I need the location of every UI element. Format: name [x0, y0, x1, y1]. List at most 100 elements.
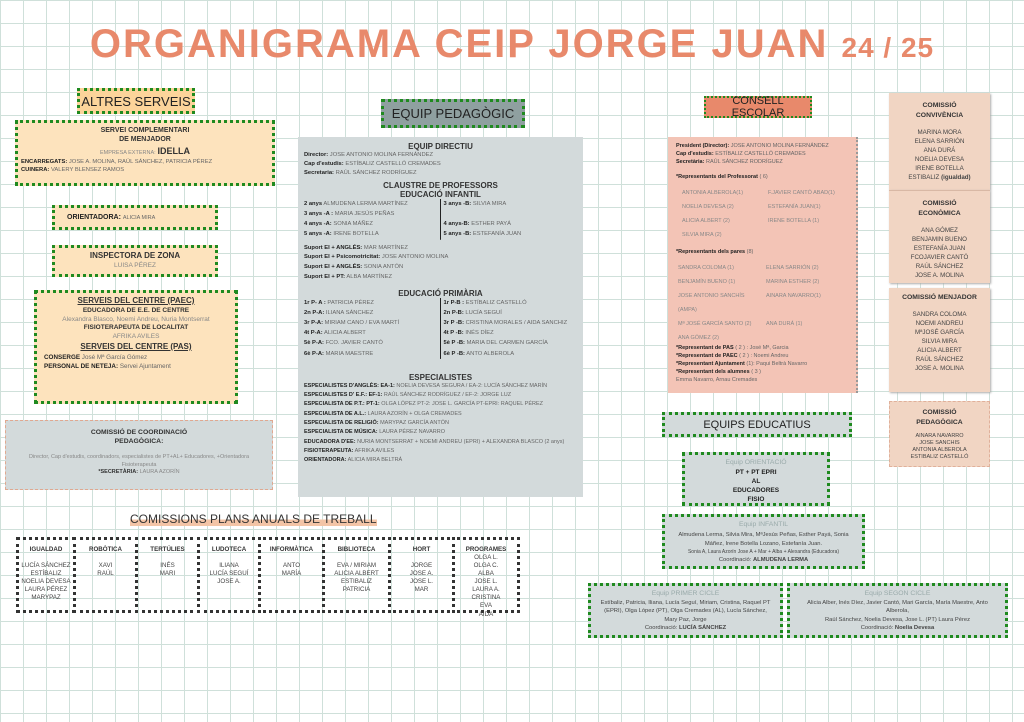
list-item: PT + PT EPRI	[735, 469, 777, 477]
comissio-member: LAURA PÉREZ	[24, 586, 68, 594]
item-label: ESPECIALISTA DE RELIGIÓ:	[304, 420, 379, 427]
comissio-member: OLGA C.	[473, 562, 499, 570]
comissio-member: AIDA	[478, 610, 494, 618]
list-item: PERSONAL DE NETEJA: Servei Ajuntament	[44, 362, 232, 372]
inspectora-name: LUISA PÉREZ	[114, 261, 156, 269]
list-item: Cap d'estudis: ESTÍBALIZ CASTELLÓ CREMAD…	[676, 151, 848, 159]
list-item: Suport EI + Psicomotricitat: JOSE ANTONI…	[304, 253, 577, 263]
list-item: IRENE BOTELLA	[915, 164, 964, 172]
list-item: 2n P-B: LUCÍA SEGUÍ	[444, 308, 578, 318]
serveis-centre-box: SERVEIS DEL CENTRE (PAEC) EDUCADORA DE E…	[34, 290, 238, 404]
list-item: 5è P -B: MARIA DEL CARMEN GARCÍA	[444, 338, 578, 348]
item-value: AFRIKA AVILES	[354, 448, 395, 455]
item-value: NOELIA DEVESA SEGURA / EA-2: LUCÍA SÁNCH…	[396, 382, 548, 389]
pares-title: *Representants dels pares	[676, 249, 746, 256]
orientadora-name: ALICIA MIRA	[122, 215, 156, 221]
item-label: ESPECIALISTES D'ANGLÈS: EA-1:	[304, 382, 395, 389]
list-item: FCOJAVIER CANTÓ	[910, 253, 969, 261]
list-item: ESTEFANÍA JUAN	[913, 244, 966, 252]
item-label: EDUCADORA D'EE:	[304, 438, 356, 445]
equip-pedagogic-header: EQUIP PEDAGÒGIC	[381, 99, 525, 128]
item-value: LAURA PÉREZ NAVARRO	[379, 429, 445, 436]
altres-serveis-header: ALTRES SERVEIS	[77, 88, 195, 114]
comissio-member: EVA	[480, 602, 492, 610]
item-label: 3r P-A:	[304, 320, 324, 327]
comissio-member: MARYPAZ	[31, 594, 61, 602]
list-item: EDUCADORES	[732, 487, 780, 495]
equip-pedagogic-box: EQUIP DIRECTIU Director: JOSE ANTONIO MO…	[298, 137, 583, 497]
consell-altres-list: *Representant de PAS ( 2 ) : José Mª, Ga…	[676, 345, 848, 385]
comissio-title: TERTÚLIES	[150, 546, 185, 553]
comissio-member: LUCÍA SÁNCHEZ	[21, 562, 71, 570]
list-item: 5è P-A: FCO. JAVIER CANTÓ	[304, 338, 438, 348]
comissio-title: ROBÒTICA	[89, 546, 122, 553]
list-item: AINARA NAVARRO(1)	[766, 292, 821, 299]
primer-cicle-title: Equip PRIMER CICLE	[651, 590, 720, 597]
list-item: AL	[751, 478, 761, 486]
item-value: Servei Ajuntament	[119, 363, 171, 371]
list-item: SILVIA MIRA (2)	[682, 231, 722, 238]
pares-list: SANDRA COLOMA (1)ELENA SARRIÓN (2)BENJAM…	[676, 261, 848, 345]
list-item: *Representant Ajuntament (1): Paqui Belt…	[676, 361, 848, 369]
title-year: 24 / 25	[841, 32, 935, 63]
item-value: JOSE A. MOLINA, RAÚL SÁNCHEZ, PATRICIA P…	[68, 158, 213, 165]
list-item: 3r P -B: CRISTINA MORALES / AIDA SANCHIZ	[444, 318, 578, 328]
item-label: Suport EI + ANGLÉS:	[304, 264, 363, 271]
item-label: CONSERGE	[44, 353, 81, 361]
comissio-member: ESTÍBALIZ	[30, 570, 62, 578]
coord-members: Director, Cap d'estudis, coordinadors, e…	[28, 454, 250, 461]
item-label: ESPECIALISTA DE A.L.:	[304, 410, 367, 417]
item-label: ORIENTADORA:	[304, 457, 347, 464]
item-value: VALERY BLENSEZ RAMOS	[50, 166, 125, 173]
item-label: Suport EI + Psicomotricitat:	[304, 254, 381, 261]
item-value: ESTEFANÍA JUAN	[472, 231, 522, 238]
item-value: SONIA ANTÓN	[363, 264, 404, 271]
list-item: ORIENTADORA: ALICIA MIRA BELTRÁ	[304, 456, 577, 465]
item-value: RAÚL SÁNCHEZ RODRÍGUEZ	[705, 158, 783, 165]
item-label: Secretària:	[676, 158, 705, 165]
especialistes-title: ESPECIALISTES	[408, 372, 473, 382]
segon-cicle-title: Equip SEGON CICLE	[864, 590, 931, 597]
infantil-coord: ALMUDENA LERMA	[752, 557, 809, 564]
comissio-member: JOSE A.	[409, 570, 434, 578]
item-label: *Representant de PAEC	[676, 353, 738, 359]
item-value: CRISTINA MORALES / AIDA SANCHIZ	[465, 320, 568, 327]
item-value: ALICIA MIRA BELTRÁ	[347, 457, 403, 464]
list-item	[766, 331, 848, 345]
item-label: Secretaria:	[304, 169, 334, 176]
comissio-member: ANTO	[282, 562, 301, 570]
menjador-title-2: DE MENJADOR	[119, 136, 171, 144]
consell-escolar-header: CONSELL ESCOLAR	[704, 95, 812, 119]
consell-escolar-box: President (Director): JOSE ANTONIO MOLIN…	[668, 137, 858, 393]
list-item: 3 anys -A : MARIA JESÚS PEÑAS	[304, 209, 438, 219]
list-item: Suport EI + ANGLÉS: SONIA ANTÓN	[304, 263, 577, 273]
comissio-member: ALICIA ALBERT	[334, 570, 379, 578]
convivencia-title-2: CONVIVÈNCIA	[915, 111, 964, 119]
title-text: ORGANIGRAMA CEIP JORGE JUAN	[89, 22, 829, 66]
item-label: 5è P -B:	[443, 340, 465, 347]
menjador-title: SERVEI COMPLEMENTARI	[100, 127, 190, 134]
item-value: JOSE ANTONIO MOLINA FERNÁNDEZ	[329, 152, 434, 158]
item-value: ALBA MARTÍNEZ	[346, 274, 393, 281]
item-label: 1r P- A :	[304, 299, 326, 306]
item-value: ESTÍBALIZ CASTELLÓ CREMADES	[345, 160, 441, 167]
item-label: 4 anys -A:	[304, 221, 332, 228]
item-value: Emma Navarro, Arnau Cremades	[676, 376, 758, 383]
list-item: 1r P- A : PATRICIA PÉREZ	[304, 298, 438, 308]
list-item: ANTONIA ALBEROLA	[912, 446, 967, 453]
list-item: ALICIA ALBERT (2)	[682, 217, 730, 224]
item-value: NURIA MONTSERRAT + NOEMI ANDREU (EPRI) +…	[357, 438, 565, 445]
item-label: 5 anys -A:	[304, 231, 332, 238]
comissio-member: RAÚL	[97, 570, 114, 578]
coord-members-2: Fisioterapeuta	[121, 461, 157, 468]
comissions-title-text: COMISSIONS PLANS ANUALS DE TREBALL	[130, 512, 377, 526]
especialistes-list: ESPECIALISTES D'ANGLÈS: EA-1: NOELIA DEV…	[304, 382, 577, 466]
